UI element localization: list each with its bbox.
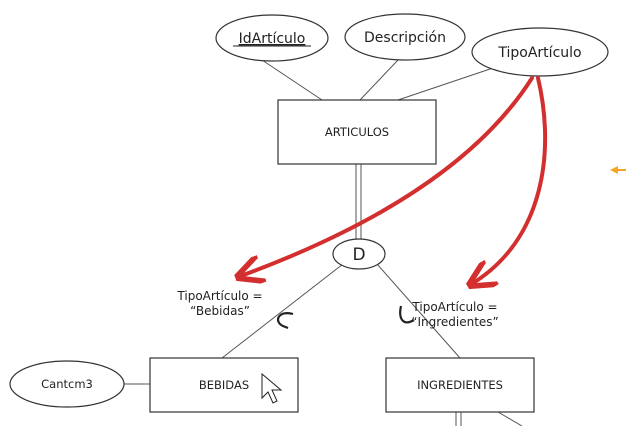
specialization-circle: D xyxy=(332,238,386,270)
condition-ingredientes: TipoArtículo = “Ingredientes” xyxy=(411,300,499,329)
entity-ingredientes: INGREDIENTES xyxy=(385,357,535,413)
condition-bebidas: TipoArtículo = “Bebidas” xyxy=(176,289,262,318)
mouse-cursor-icon xyxy=(261,372,283,404)
annotation-arrow-to-ingredientes xyxy=(470,76,548,285)
subset-symbol-ingredientes xyxy=(399,305,415,324)
line-tipoarticulo-articulos xyxy=(397,67,494,101)
condition-ingredientes-line2: “Ingredientes” xyxy=(411,315,499,329)
subset-symbol-bebidas xyxy=(276,312,294,330)
attribute-cantcm3: Cantcm3 xyxy=(9,360,125,408)
idarticulo-label: IdArtículo xyxy=(239,31,306,47)
offscreen-marker-icon xyxy=(610,166,618,174)
condition-bebidas-line1: TipoArtículo = xyxy=(176,289,262,303)
condition-ingredientes-line1: TipoArtículo = xyxy=(411,300,497,314)
ingredientes-line-out xyxy=(497,411,523,426)
line-d-bebidas xyxy=(221,263,344,359)
line-idarticulo-articulos xyxy=(261,59,323,101)
specialization-symbol: D xyxy=(352,245,365,265)
ingredientes-label: INGREDIENTES xyxy=(417,378,503,392)
descripcion-label: Descripción xyxy=(364,30,446,46)
cantcm3-label: Cantcm3 xyxy=(41,377,93,391)
attribute-tipoarticulo: TipoArtículo xyxy=(471,27,609,77)
attribute-descripcion: Descripción xyxy=(344,13,466,61)
entity-articulos: ARTICULOS xyxy=(277,99,437,165)
articulos-label: ARTICULOS xyxy=(325,125,389,139)
tipoarticulo-label: TipoArtículo xyxy=(497,45,581,61)
condition-bebidas-line2: “Bebidas” xyxy=(190,304,250,318)
line-descripcion-articulos xyxy=(359,59,399,101)
annotation-arrow-to-bebidas xyxy=(238,76,534,277)
attribute-idarticulo: IdArtículo xyxy=(215,14,329,62)
line-d-ingredientes xyxy=(376,263,461,359)
bebidas-label: BEBIDAS xyxy=(199,378,249,392)
